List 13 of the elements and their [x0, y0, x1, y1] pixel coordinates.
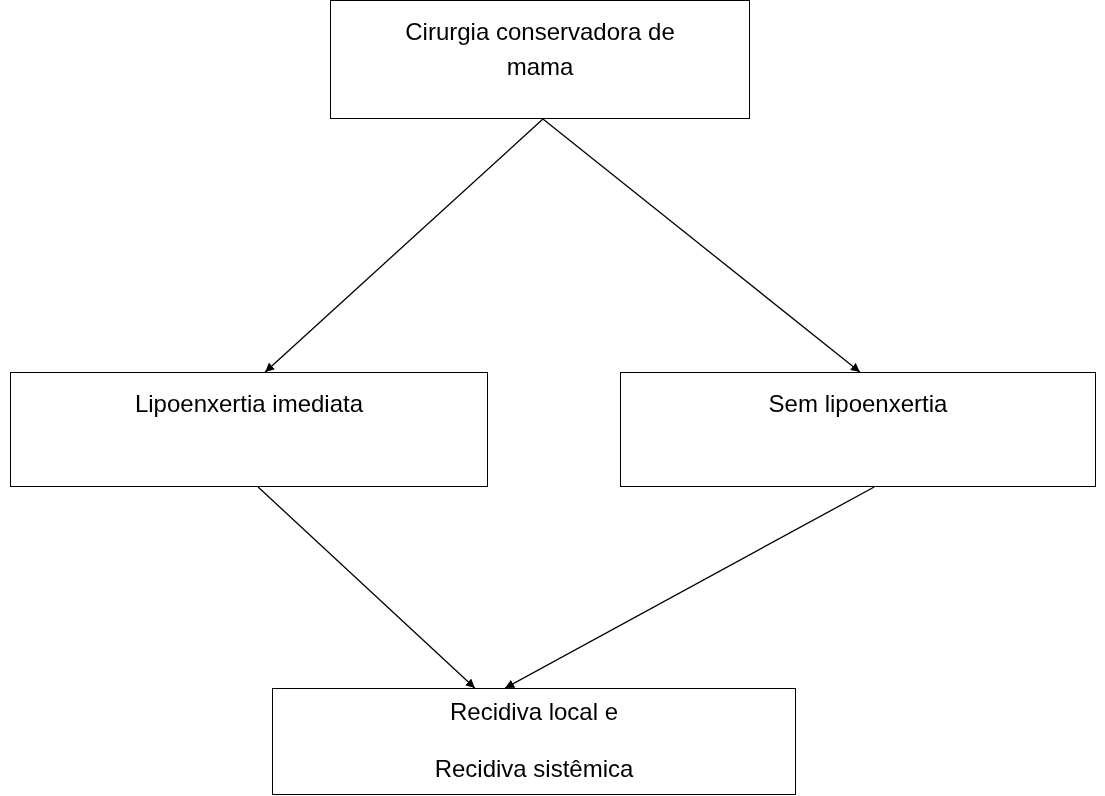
arrow [257, 486, 476, 689]
process-box [272, 688, 796, 795]
arrow [264, 118, 544, 373]
process-box [10, 372, 488, 487]
process-box [620, 372, 1096, 487]
box-label: Recidiva sistêmica [434, 753, 634, 784]
box-label: Sem lipoenxertia [768, 389, 948, 419]
box-label: Recidiva local e [449, 697, 619, 727]
box-label: Cirurgia conservadora de mama [404, 17, 676, 82]
box-label: Lipoenxertia imediata [134, 389, 364, 419]
arrow [542, 118, 861, 373]
process-box [330, 0, 750, 119]
arrow [504, 486, 875, 689]
